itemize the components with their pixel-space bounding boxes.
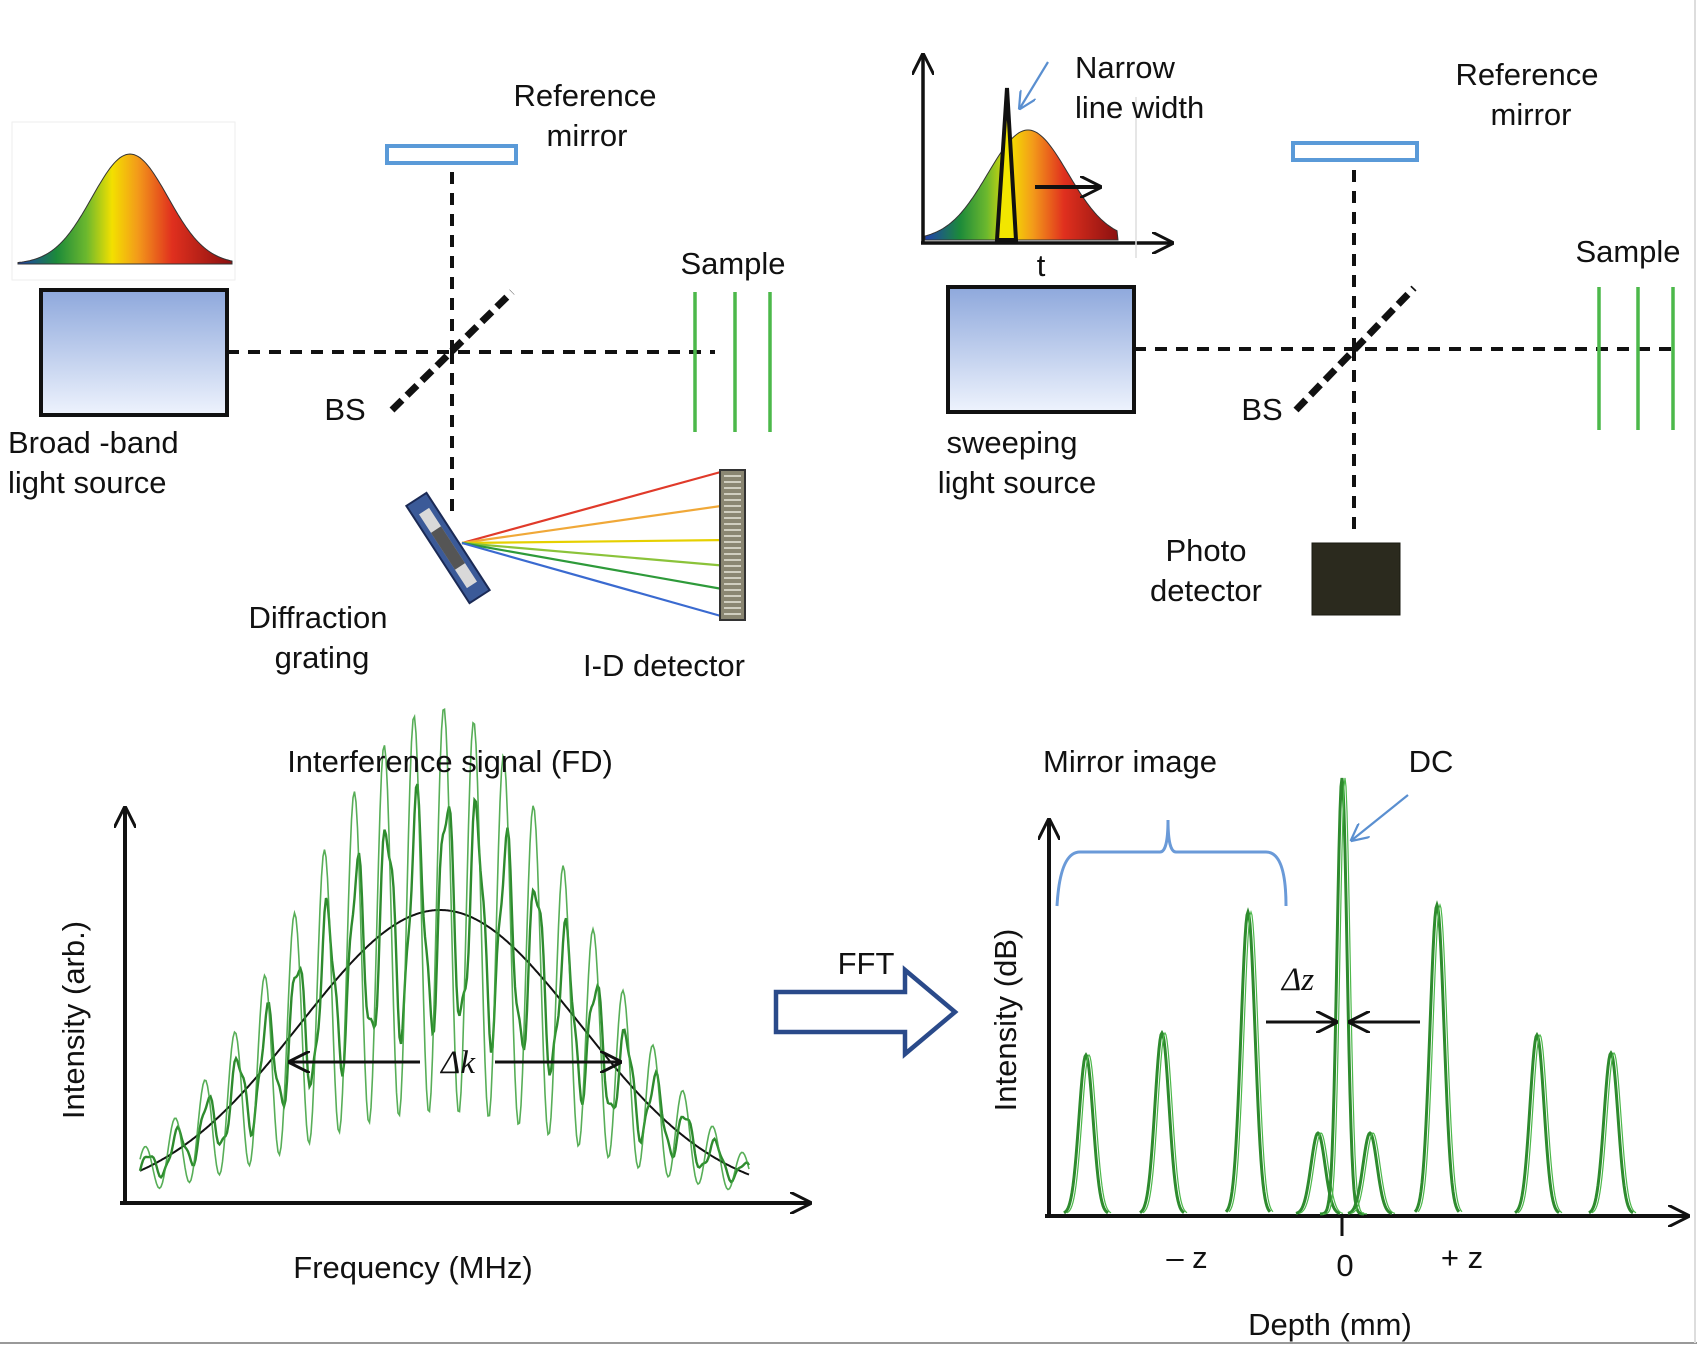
td-oct-setup: Reference mirror Sample BS Broad -band l… [8,78,786,683]
detector-label: I-D detector [583,648,745,683]
td-sample-label: Sample [680,246,785,281]
depth-peaks [1063,777,1637,1216]
ss-sample-label: Sample [1575,234,1680,269]
broadband-spectrum-icon [11,121,236,281]
depth-peak [1413,900,1461,1213]
depth-peak-shadow [1142,1031,1188,1214]
depth-peak [1139,1029,1185,1214]
depth-profile-plot: Δz Mirror image DC – z 0 + z Depth (mm) … [988,744,1688,1342]
ss-oct-setup: Narrow line width t Reference mirror Sam… [921,50,1681,616]
td-source-label-2: light source [8,465,167,500]
ss-reference-mirror-label-2: mirror [1491,97,1572,132]
depth-peak-shadow [1228,910,1274,1213]
narrow-pointer-arrow [1020,61,1049,108]
depth-peak-shadow [1517,1033,1563,1214]
dispersed-rays [461,468,729,620]
dc-label: DC [1409,744,1454,779]
fft-arrow: FFT [773,946,959,1059]
grating-label-2: grating [275,640,370,675]
depth-peak-shadow [1322,777,1368,1215]
ss-beam-splitter [1293,285,1417,413]
td-beam-paths [227,172,715,520]
line-detector [719,469,746,621]
tick-neg-z: – z [1166,1240,1207,1275]
depth-peak [1588,1050,1634,1215]
sweeping-light-source-box [946,285,1136,414]
photodetector-box [1311,542,1401,616]
ss-reference-mirror [1291,141,1419,162]
ss-beam-paths [1134,170,1680,538]
fd-fringe-signal-2 [139,708,750,1191]
ss-reference-mirror-label-1: Reference [1455,57,1598,92]
swept-spectrum-plot [921,55,1172,258]
depth-peak-shadow [1298,1132,1344,1214]
ss-sample [1597,287,1675,430]
fd-fringe-signal [138,783,751,1184]
td-beam-splitter [389,289,515,413]
td-bs-label: BS [324,392,365,427]
tick-pos-z: + z [1441,1240,1483,1275]
photodetector-label-2: detector [1150,573,1262,608]
depth-peak-shadow [1591,1051,1637,1214]
depth-peak [1063,1052,1109,1215]
fft-label: FFT [838,946,895,981]
td-sample [693,292,772,432]
depth-y-label: Intensity (dB) [988,929,1023,1112]
mirror-image-brace [1055,819,1288,907]
narrow-label-1: Narrow [1075,50,1176,85]
depth-peak [1514,1031,1560,1214]
ss-bs-label: BS [1241,392,1282,427]
depth-peak [1295,1131,1341,1215]
fft-block-arrow [773,965,959,1059]
depth-peak [1224,907,1272,1213]
ss-source-label-2: light source [938,465,1097,500]
fd-x-label: Frequency (MHz) [293,1250,532,1285]
fd-y-label: Intensity (arb.) [56,921,91,1119]
td-reference-mirror-label-1: Reference [513,78,656,113]
td-source-label-1: Broad -band [8,425,179,460]
mirror-image-label: Mirror image [1043,744,1217,779]
narrow-label-2: line width [1075,90,1204,125]
fd-envelope [139,909,750,1176]
fd-title: Interference signal (FD) [287,744,613,779]
depth-peak [1347,1131,1393,1215]
ss-source-label-1: sweeping [947,425,1078,460]
broadband-light-source-box [39,288,229,417]
td-reference-mirror-label-2: mirror [547,118,628,153]
td-reference-mirror [385,144,518,165]
grating-label-1: Diffraction [249,600,388,635]
diffraction-grating [404,491,492,605]
depth-peak-shadow [1066,1053,1112,1214]
interference-signal-plot: Δk Interference signal (FD) Frequency (M… [56,708,810,1285]
dc-pointer-arrow [1352,794,1409,840]
depth-x-label: Depth (mm) [1248,1307,1412,1342]
depth-peak-shadow [1350,1132,1396,1214]
photodetector-label-1: Photo [1165,533,1246,568]
depth-peak-shadow [1417,903,1463,1213]
narrow-line-peak [994,87,1019,242]
delta-z-label: Δz [1280,962,1314,998]
tick-zero: 0 [1336,1248,1353,1283]
delta-k-label: Δk [439,1045,476,1081]
t-axis-label: t [1037,248,1046,283]
